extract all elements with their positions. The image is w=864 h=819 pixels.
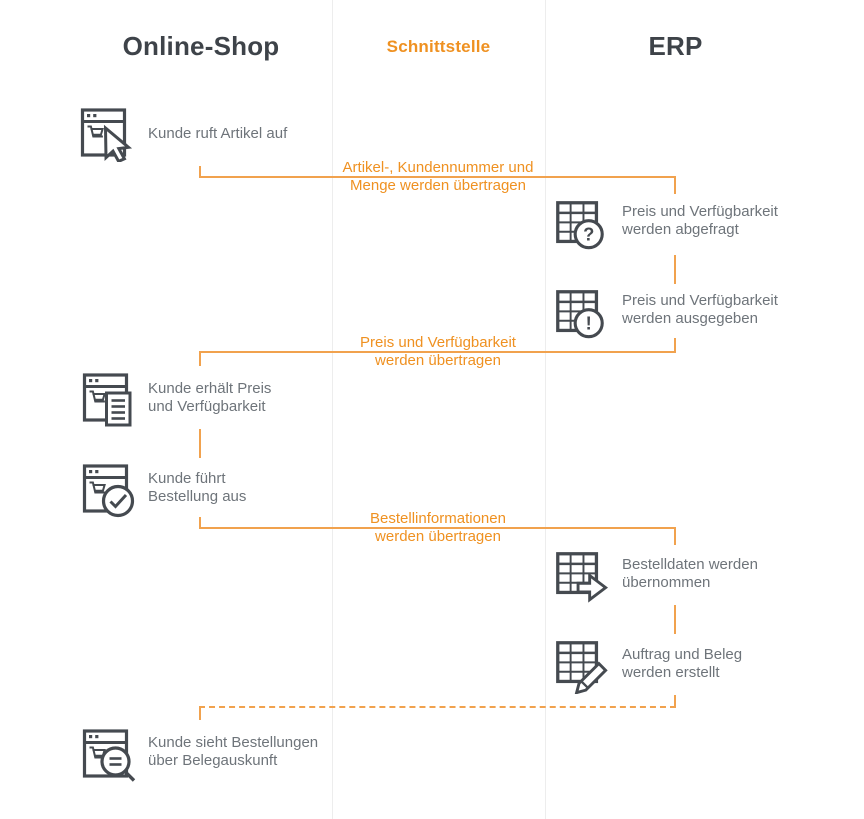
transfer-line-4-dashed <box>199 706 676 708</box>
table-arrow-icon <box>551 547 609 603</box>
browser-check-icon <box>79 458 135 518</box>
transfer-line-1 <box>199 176 676 178</box>
connector-stub <box>674 695 676 707</box>
connector-stub <box>199 517 201 528</box>
browser-search-icon <box>79 723 136 782</box>
column-title-erp: ERP <box>648 31 703 61</box>
transfer-line-2 <box>199 351 676 353</box>
transfer-label-3: Bestellinformationen werden übertragen <box>370 510 506 545</box>
step-label-bestelldaten-uebernommen: Bestelldaten werden übernommen <box>622 556 758 591</box>
transfer-label-2: Preis und Verfügbarkeit werden übertrage… <box>360 334 516 369</box>
table-pencil-icon <box>551 636 608 694</box>
browser-cart-cursor-icon <box>77 102 133 162</box>
column-divider-shop-interface <box>332 0 333 819</box>
step-label-kunde-sieht-bestellungen: Kunde sieht Bestellungen über Belegausku… <box>148 734 319 769</box>
shop-step-connector <box>199 429 201 458</box>
table-question-icon: ? <box>551 196 604 250</box>
step-label-kunde-fuehrt-bestellung: Kunde führt Bestellung aus <box>148 470 247 505</box>
erp-step-connector <box>674 605 676 634</box>
connector-stub <box>674 338 676 352</box>
step-label-preis-ausgegeben: Preis und Verfügbarkeit werden ausgegebe… <box>622 292 778 327</box>
table-exclamation-icon: ! <box>551 285 604 339</box>
step-label-kunde-ruft-artikel: Kunde ruft Artikel auf <box>148 125 288 142</box>
transfer-label-1: Artikel-, Kundennummer und Menge werden … <box>342 159 534 194</box>
step-label-preis-abgefragt: Preis und Verfügbarkeit werden abgefragt <box>622 203 778 238</box>
column-title-schnittstelle: Schnittstelle <box>386 37 491 56</box>
connector-stub <box>199 166 201 177</box>
column-title-online-shop: Online-Shop <box>122 31 280 61</box>
connector-stub <box>199 708 201 720</box>
connector-stub <box>199 353 201 366</box>
column-divider-interface-erp <box>545 0 546 819</box>
browser-document-icon <box>79 367 132 427</box>
erp-step-connector <box>674 255 676 284</box>
connector-stub <box>674 178 676 194</box>
step-label-kunde-erhaelt-preis: Kunde erhält Preis und Verfügbarkeit <box>148 380 272 415</box>
svg-text:?: ? <box>583 223 594 244</box>
svg-text:!: ! <box>586 312 592 333</box>
transfer-line-3 <box>199 527 676 529</box>
step-label-auftrag-beleg: Auftrag und Beleg werden erstellt <box>622 646 743 681</box>
connector-stub <box>674 529 676 545</box>
